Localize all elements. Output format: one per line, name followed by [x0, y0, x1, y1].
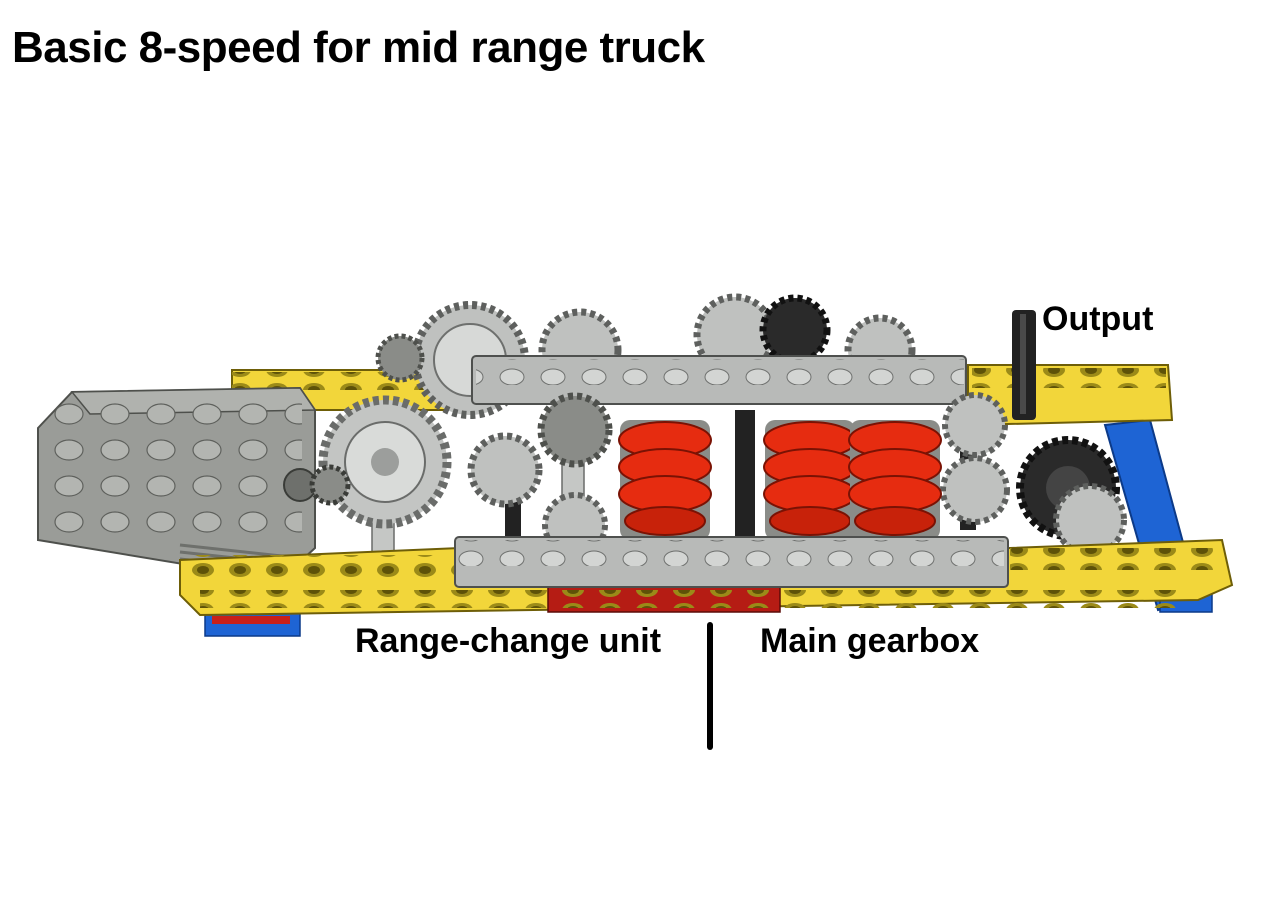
- red-clutch-rings: [618, 420, 942, 540]
- section-divider: [707, 622, 713, 750]
- front-gray-beam: [454, 536, 1009, 588]
- motor: [37, 386, 351, 582]
- output-label: Output: [1042, 300, 1154, 338]
- top-gray-beam: [471, 355, 967, 405]
- output-shaft: [1012, 310, 1036, 420]
- page-title: Basic 8-speed for mid range truck: [12, 23, 705, 72]
- range-change-unit-label: Range-change unit: [355, 622, 662, 660]
- inner-gears: [318, 392, 1127, 558]
- main-gearbox-label: Main gearbox: [760, 622, 980, 660]
